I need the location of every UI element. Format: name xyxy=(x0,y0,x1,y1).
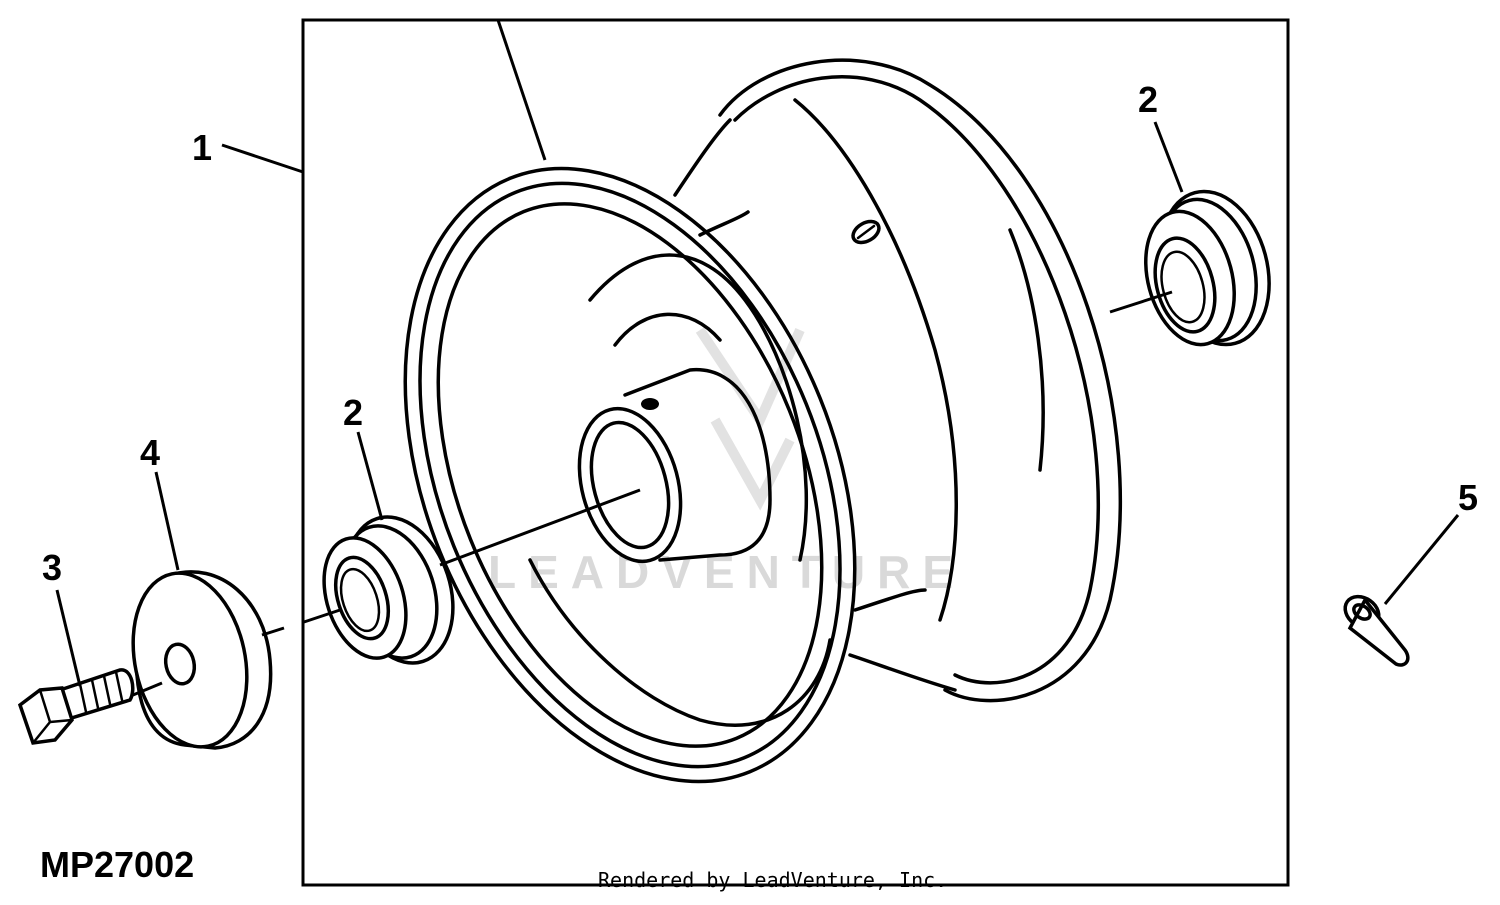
callout-2-left: 2 xyxy=(343,392,363,433)
render-credit: Rendered by LeadVenture, Inc. xyxy=(598,868,947,892)
assembly-frame xyxy=(301,18,1290,887)
bearing-left xyxy=(322,515,455,665)
watermark: LEADVENTURE xyxy=(488,327,953,598)
figure-id: MP27002 xyxy=(40,844,194,885)
callout-3: 3 xyxy=(42,547,62,588)
callout-5: 5 xyxy=(1458,477,1478,518)
valve-stem xyxy=(1343,594,1410,667)
wheel-rim xyxy=(403,58,1122,784)
callout-1: 1 xyxy=(192,127,212,168)
leader-lines xyxy=(55,19,1460,687)
bolt xyxy=(17,668,135,745)
axis-lines xyxy=(132,290,1173,697)
callout-4: 4 xyxy=(140,432,160,473)
bearing-right xyxy=(1144,189,1271,347)
callout-2-right: 2 xyxy=(1138,79,1158,120)
washer xyxy=(131,570,273,750)
